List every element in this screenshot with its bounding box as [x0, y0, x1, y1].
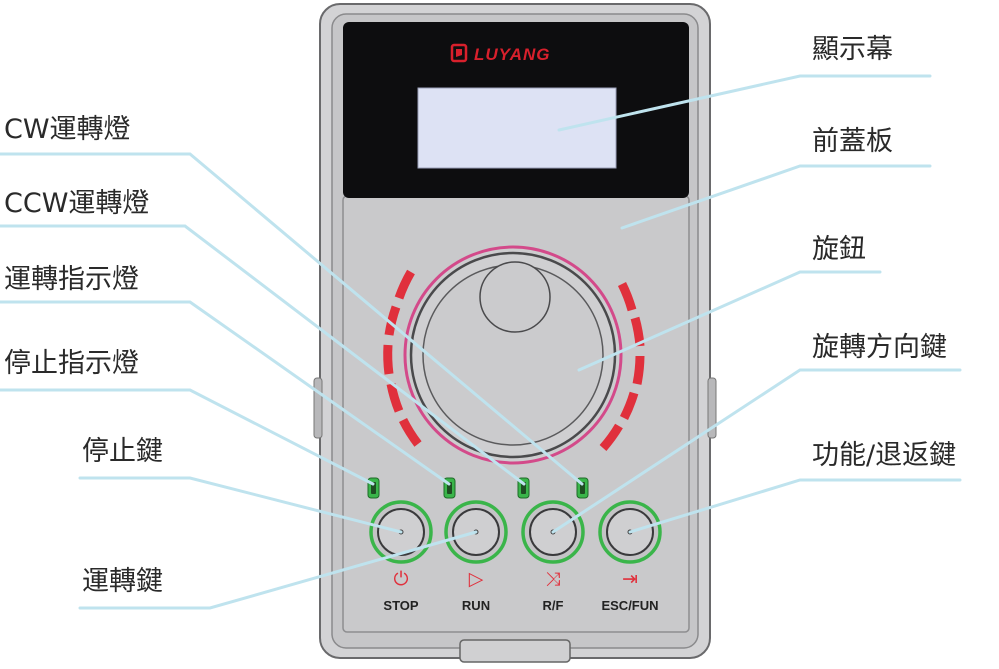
lcd-screen — [417, 87, 617, 169]
leader-display — [557, 74, 932, 132]
knob-finger-dimple — [479, 261, 551, 333]
leader-front-cover — [620, 164, 932, 230]
callout-run-key: 運轉鍵 — [82, 566, 163, 597]
leader-stop-led — [0, 388, 375, 486]
callout-cw-led: CW運轉燈 — [4, 114, 131, 145]
leader-ccw-led — [0, 224, 526, 486]
bottom-clip — [459, 639, 571, 663]
leader-knob — [577, 270, 882, 372]
callout-func-esc-key: 功能/退返鍵 — [812, 440, 957, 471]
callout-direction-key: 旋轉方向鍵 — [812, 332, 947, 363]
rf-key-label: R/F — [542, 598, 564, 613]
callout-stop-key: 停止鍵 — [82, 436, 163, 467]
play-outline-icon: ▷ — [468, 568, 484, 590]
shuffle-icon: ⤨ — [545, 568, 561, 590]
side-notch-right — [707, 377, 717, 439]
stop-key-label: STOP — [383, 598, 419, 613]
leader-run-key — [78, 530, 478, 610]
callout-knob: 旋鈕 — [812, 234, 866, 265]
callout-stop-led: 停止指示燈 — [4, 348, 139, 379]
leader-cw-led — [0, 152, 584, 486]
brand-logo-text: LUYANG — [474, 45, 551, 64]
luyang-logo-mark — [450, 43, 468, 63]
side-notch-left — [313, 377, 323, 439]
callout-display: 顯示幕 — [812, 34, 893, 65]
power-icon: ⏻ — [393, 568, 409, 590]
leader-func-esc-key — [628, 478, 962, 534]
run-key-label: RUN — [461, 598, 491, 613]
red-arc-right — [599, 282, 645, 451]
callout-run-led: 運轉指示燈 — [4, 264, 139, 295]
callout-ccw-led: CCW運轉燈 — [4, 188, 150, 219]
leader-run-led — [0, 300, 451, 486]
leader-stop-key — [78, 476, 403, 534]
enter-icon: ⇥ — [622, 568, 638, 590]
escfun-key-label: ESC/FUN — [601, 598, 659, 613]
callout-front-cover: 前蓋板 — [812, 126, 893, 157]
leader-direction-key — [551, 368, 962, 534]
brand-logo: LUYANG — [452, 42, 551, 68]
